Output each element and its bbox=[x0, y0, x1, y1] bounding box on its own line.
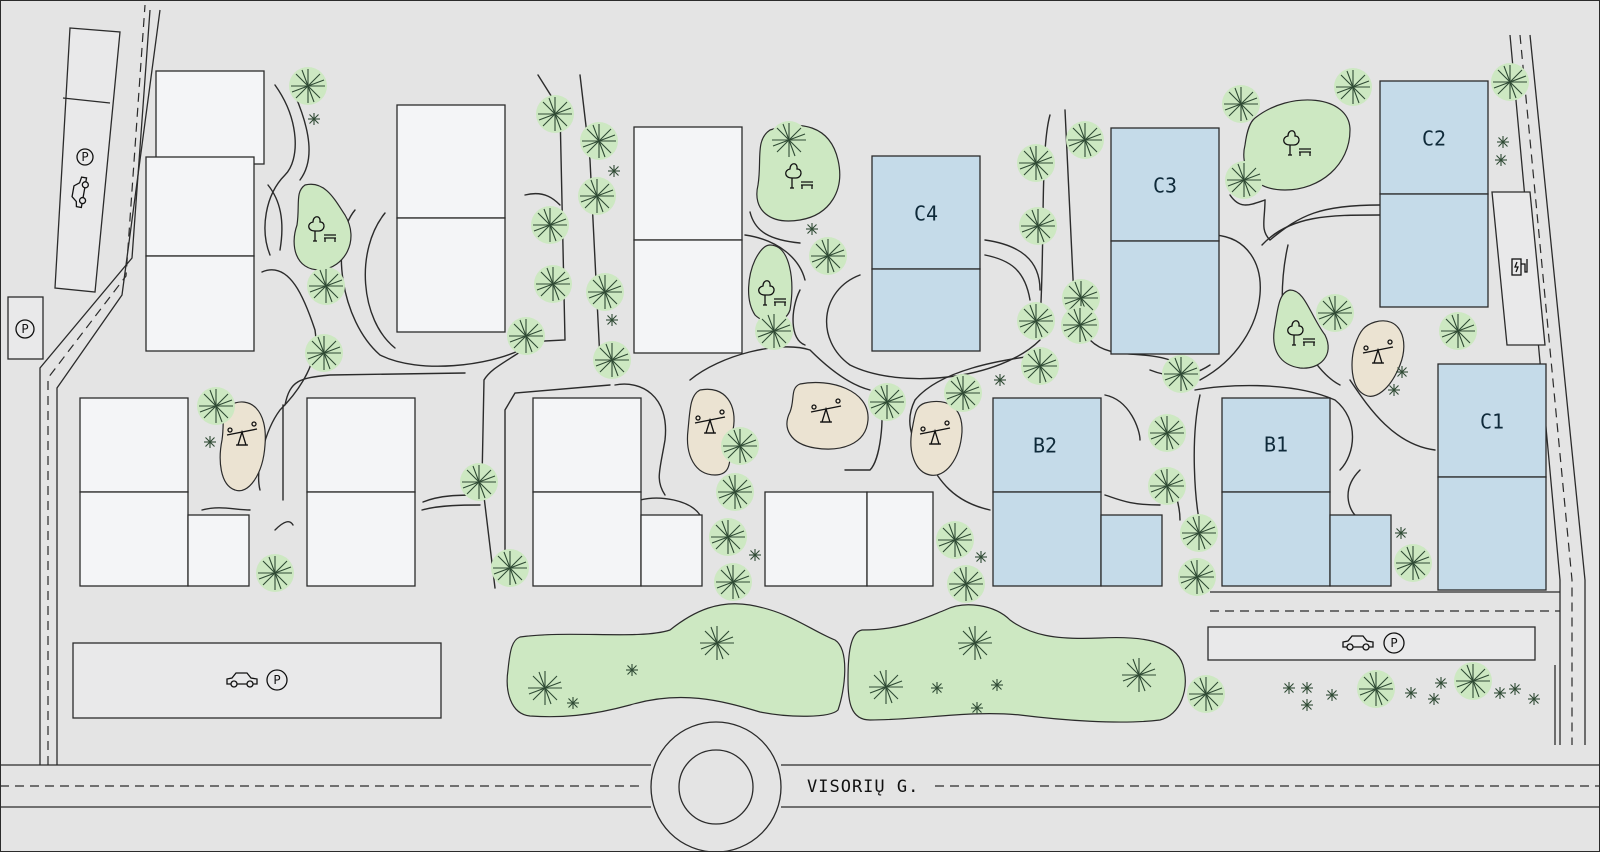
ev-charging-station[interactable]: ev-charger-icon bbox=[1491, 191, 1546, 346]
building-label: C4 bbox=[914, 202, 938, 226]
trees bbox=[196, 62, 1541, 715]
park-area[interactable] bbox=[1273, 289, 1329, 369]
building-label: C1 bbox=[1480, 410, 1504, 434]
building-b1[interactable]: B1 bbox=[1221, 397, 1392, 587]
parking-lot-right[interactable]: P bbox=[1207, 626, 1536, 661]
parking-symbol: P bbox=[1390, 636, 1397, 650]
parking-symbol: P bbox=[81, 150, 88, 164]
roundabout bbox=[650, 721, 782, 852]
building-c2[interactable]: C2 bbox=[1379, 80, 1489, 308]
playground-area[interactable] bbox=[219, 401, 266, 492]
building[interactable] bbox=[155, 70, 265, 165]
street-name: VISORIŲ G. bbox=[807, 777, 919, 797]
building-label: B2 bbox=[1033, 434, 1057, 458]
building[interactable] bbox=[306, 491, 416, 587]
building-c4[interactable]: C4 bbox=[871, 155, 981, 352]
building[interactable] bbox=[187, 514, 250, 587]
parking-lot-bottom-left[interactable]: P bbox=[72, 642, 442, 719]
parking-symbol: P bbox=[21, 322, 28, 336]
building[interactable] bbox=[532, 491, 642, 587]
building-b2[interactable]: B2 bbox=[992, 397, 1163, 587]
park-area[interactable] bbox=[293, 183, 352, 271]
building-label: C2 bbox=[1422, 127, 1446, 151]
building[interactable] bbox=[764, 491, 868, 587]
building[interactable] bbox=[145, 156, 255, 257]
building[interactable] bbox=[306, 397, 416, 493]
building-c1[interactable]: C1 bbox=[1437, 363, 1547, 591]
building[interactable] bbox=[633, 126, 743, 241]
labeled-buildings: C4 C3 C2 C1 B2 B1 bbox=[871, 80, 1547, 591]
playground-area[interactable] bbox=[1351, 320, 1405, 397]
green-park-bottom-left[interactable] bbox=[506, 603, 846, 718]
building-label: C3 bbox=[1153, 174, 1177, 198]
other-buildings bbox=[79, 70, 934, 587]
building[interactable] bbox=[633, 239, 743, 354]
building[interactable] bbox=[79, 397, 189, 493]
building[interactable] bbox=[396, 104, 506, 219]
building-c3[interactable]: C3 bbox=[1110, 127, 1220, 355]
building[interactable] bbox=[640, 514, 703, 587]
building[interactable] bbox=[866, 491, 934, 587]
building[interactable] bbox=[79, 491, 189, 587]
parking-lots: P P P P ev-charger-icon bbox=[7, 27, 1546, 719]
parking-sign-left[interactable]: P bbox=[7, 296, 44, 360]
green-spaces bbox=[219, 99, 1405, 723]
building[interactable] bbox=[396, 217, 506, 333]
building[interactable] bbox=[145, 255, 255, 352]
parking-symbol: P bbox=[273, 673, 280, 687]
building-label: B1 bbox=[1264, 433, 1288, 457]
parking-lot-top-left[interactable]: P bbox=[54, 27, 121, 293]
playground-area[interactable] bbox=[910, 400, 963, 476]
building[interactable] bbox=[532, 397, 642, 493]
green-park-bottom-right[interactable] bbox=[847, 604, 1186, 723]
